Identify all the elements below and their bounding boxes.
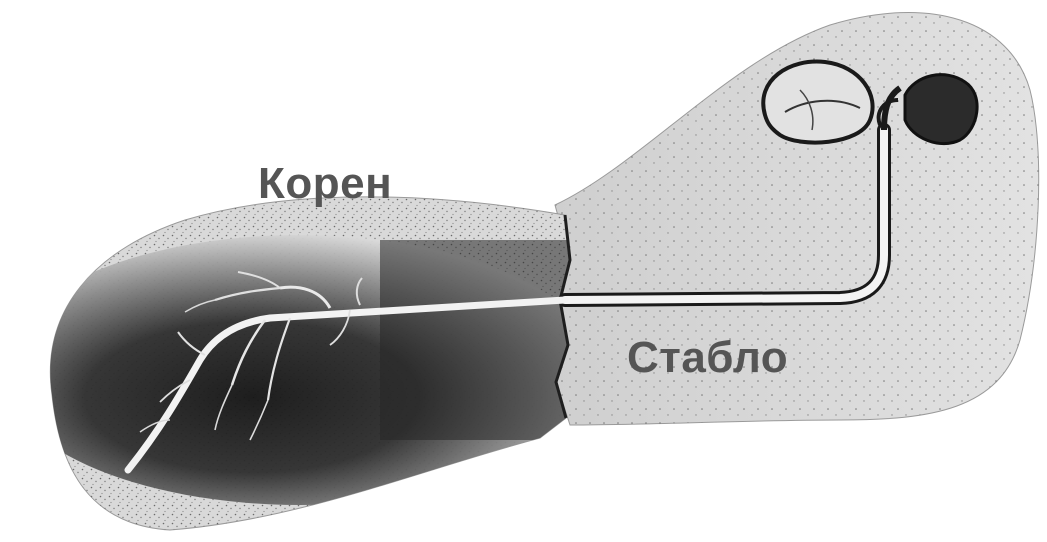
- root-label: Корен: [258, 162, 392, 206]
- stem-label: Стабло: [627, 336, 788, 380]
- root-soil-region: [0, 197, 600, 530]
